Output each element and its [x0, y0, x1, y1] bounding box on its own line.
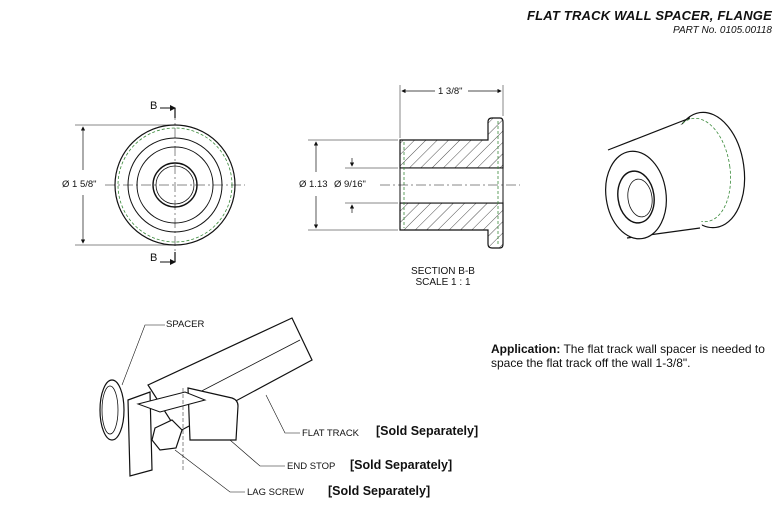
section-caption: SECTION B-B SCALE 1 : 1	[388, 266, 498, 288]
outer-diameter-label: Ø 1.13	[299, 179, 328, 190]
application-heading: Application:	[491, 342, 561, 356]
application-note: Application: The flat track wall spacer …	[491, 342, 776, 370]
section-mark-bottom: B	[150, 252, 158, 264]
end-stop-sold-separately: [Sold Separately]	[350, 458, 453, 472]
lag-screw-sold-separately: [Sold Separately]	[328, 484, 431, 498]
section-caption-title: SECTION B-B	[411, 266, 475, 277]
end-stop-label: END STOP	[287, 461, 336, 472]
flat-track-label: FLAT TRACK	[302, 428, 360, 439]
application-text: The flat track wall spacer is needed to …	[491, 342, 765, 370]
section-caption-scale: SCALE 1 : 1	[415, 277, 471, 288]
inner-diameter-label: Ø 9/16"	[334, 179, 366, 190]
flat-track-sold-separately: [Sold Separately]	[376, 424, 479, 438]
section-view	[308, 85, 520, 249]
section-mark-top: B	[150, 100, 158, 112]
part-number: PART No. 0105.00118	[673, 25, 772, 36]
front-view	[75, 105, 245, 265]
isometric-view	[605, 111, 746, 240]
front-diameter-label: Ø 1 5/8"	[62, 179, 97, 190]
length-dimension-label: 1 3/8"	[438, 86, 463, 97]
drawing-title: FLAT TRACK WALL SPACER, FLANGE	[526, 8, 772, 23]
lag-screw-label: LAG SCREW	[247, 487, 305, 498]
spacer-label: SPACER	[166, 319, 205, 330]
assembly-view	[99, 317, 313, 493]
